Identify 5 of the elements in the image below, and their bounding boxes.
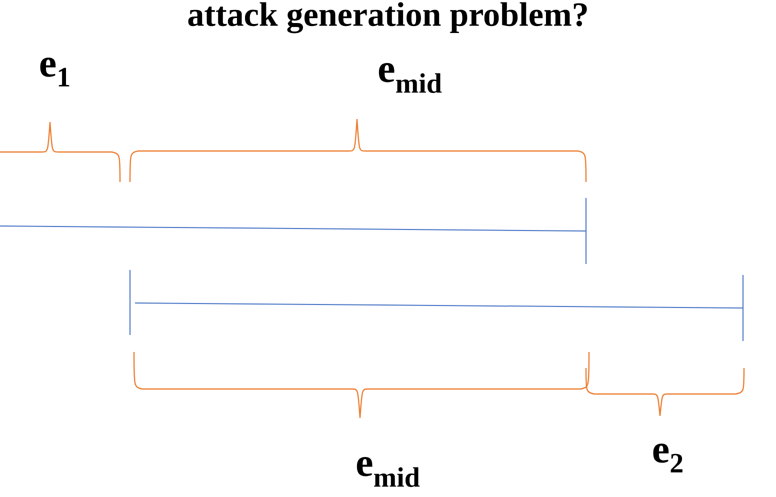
interval-label: e$_{2}$ bbox=[653, 444, 682, 472]
slide-title: attack generation problem? bbox=[188, 2, 587, 34]
interval-label: e$_{mid}$ bbox=[356, 457, 420, 487]
interval-label: e$_{1}$ bbox=[40, 58, 70, 86]
interval-label: e$_{mid}$ bbox=[378, 63, 442, 93]
